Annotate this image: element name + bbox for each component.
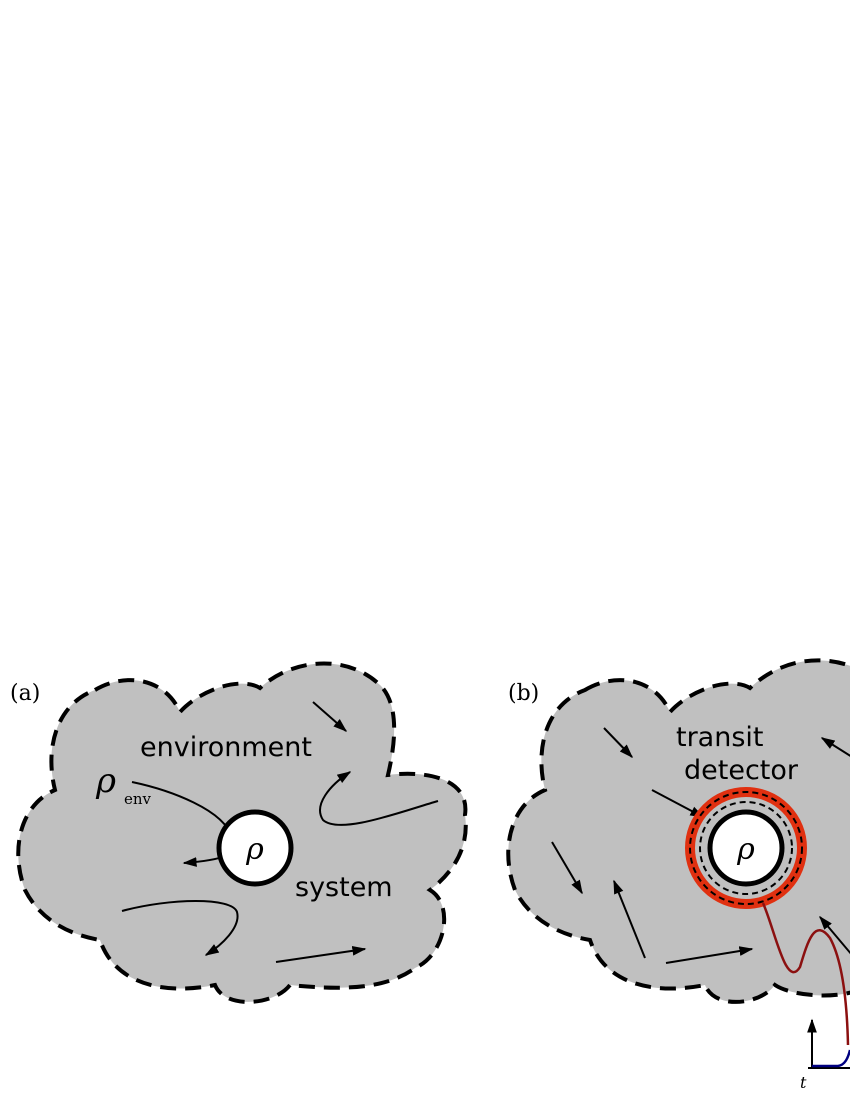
environment-cloud-b xyxy=(506,658,850,1004)
trajectory-arrow xyxy=(312,701,348,732)
detector-boundary-outer xyxy=(689,791,803,905)
trajectory-arrow xyxy=(613,879,646,959)
panel-a-label: (a) xyxy=(10,681,40,706)
trajectory-arrow xyxy=(551,841,583,895)
environment-label: environment xyxy=(140,732,312,763)
system-circle-b xyxy=(707,809,785,887)
trajectory-arrow xyxy=(820,737,850,757)
rho-env-subscript: env xyxy=(124,790,152,808)
detector-boundary-inner xyxy=(699,801,793,895)
trajectory-arrow xyxy=(603,727,633,759)
trajectory-curve xyxy=(121,900,239,956)
detector-label-line2: detector xyxy=(684,755,799,786)
signal-inset-plot: t xyxy=(800,1018,850,1092)
system-label: system xyxy=(295,872,393,903)
inset-signal-curve xyxy=(812,1049,850,1068)
trajectory-arrow xyxy=(819,915,850,955)
panel-b: (b) transit detector ρ t xyxy=(506,658,850,1092)
detector-label-line1: transit xyxy=(676,722,764,753)
trajectory-curve xyxy=(319,771,439,826)
rho-env-symbol: ρ xyxy=(95,761,116,801)
rho-symbol-a: ρ xyxy=(245,832,264,867)
trajectory-arrow xyxy=(665,946,754,964)
trajectory-arrow xyxy=(651,789,705,818)
panel-a: (a) environment ρ env ρ system xyxy=(10,661,468,1004)
trajectory-arrow xyxy=(275,945,367,963)
system-circle xyxy=(216,809,294,887)
panel-b-label: (b) xyxy=(508,681,539,706)
rho-symbol-b: ρ xyxy=(736,832,755,867)
time-axis-label: t xyxy=(800,1073,807,1092)
rho-env-label: ρ env xyxy=(95,761,152,808)
detector-signal-line xyxy=(761,902,850,1046)
